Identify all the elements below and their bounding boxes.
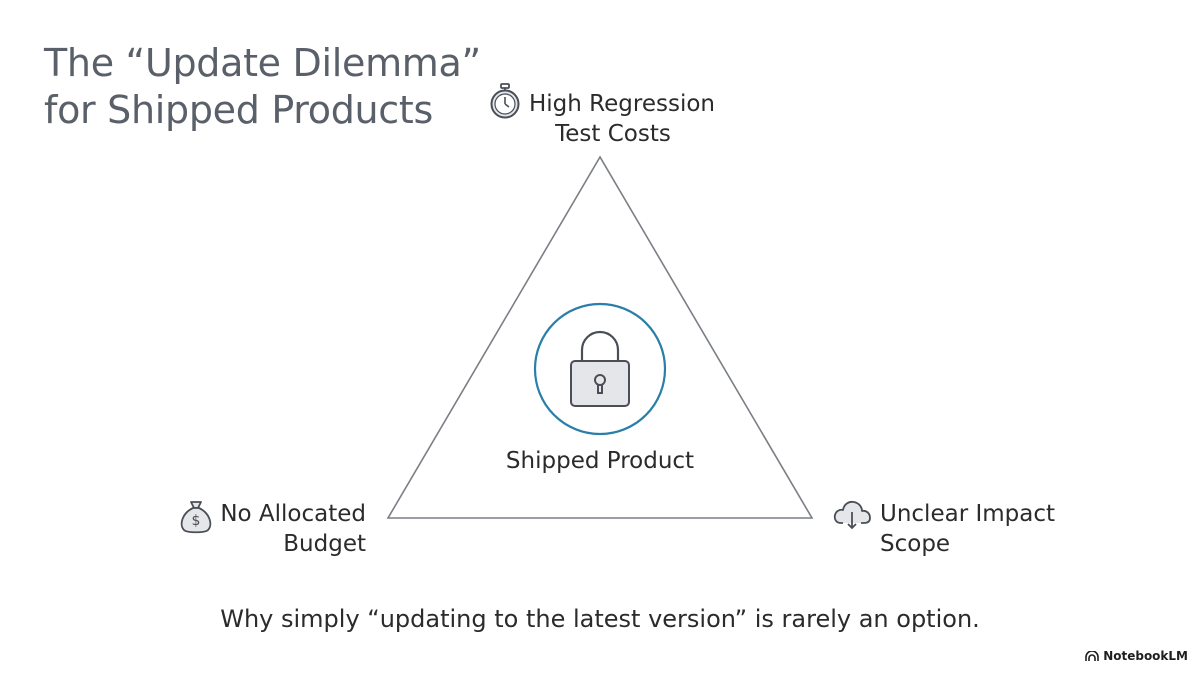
node-label-left-line1: No Allocated — [220, 501, 366, 527]
dilemma-triangle — [386, 155, 814, 519]
svg-text:$: $ — [192, 513, 201, 529]
notebooklm-brand: NotebookLM — [1085, 649, 1188, 663]
money-bag-icon: $ — [180, 501, 212, 534]
node-label-unclear-impact-scope: Unclear Impact Scope — [880, 499, 1055, 559]
notebooklm-logo-icon — [1085, 650, 1099, 661]
node-label-high-regression-test-costs: High Regression Test Costs — [529, 89, 715, 149]
node-label-top-line1: High Regression — [529, 91, 715, 117]
padlock-icon — [570, 330, 630, 407]
cloud-download-icon — [833, 500, 871, 530]
node-label-right-line2: Scope — [880, 531, 951, 557]
slide-title-line1: The “Update Dilemma” — [44, 41, 481, 85]
slide-title-line2: for Shipped Products — [44, 88, 433, 132]
slide-subtitle: Why simply “updating to the latest versi… — [220, 605, 980, 633]
center-label-shipped-product: Shipped Product — [505, 448, 695, 474]
brand-name: NotebookLM — [1103, 649, 1188, 663]
node-label-right-line1: Unclear Impact — [880, 501, 1056, 527]
stopwatch-icon — [490, 83, 520, 119]
node-label-no-allocated-budget: No Allocated Budget — [220, 499, 366, 559]
slide-title: The “Update Dilemma” for Shipped Product… — [44, 40, 481, 134]
node-label-top-line2: Test Costs — [555, 121, 671, 147]
node-label-left-line2: Budget — [283, 531, 366, 557]
